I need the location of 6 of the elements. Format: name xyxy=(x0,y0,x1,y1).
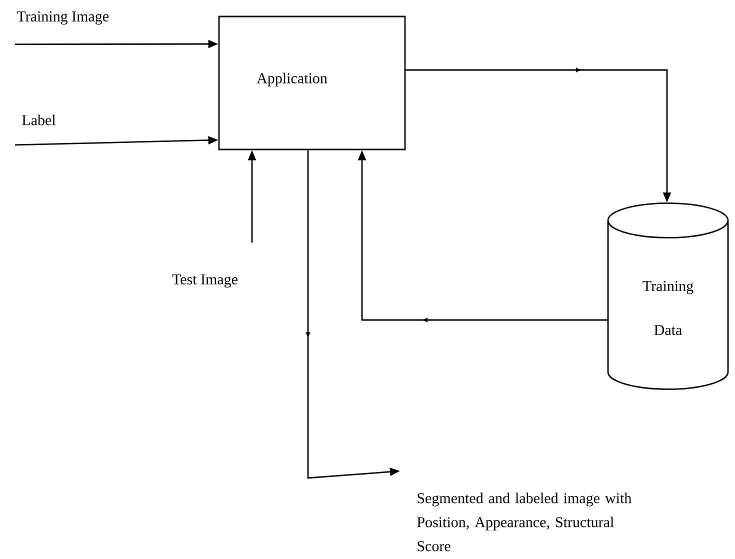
input-label: Training Image xyxy=(16,11,109,25)
process-box: Application xyxy=(218,16,406,150)
input-label: Test Image xyxy=(172,274,238,288)
output-label: Segmented and labeled image with Position, Appearance, Structural Score xyxy=(417,492,632,552)
input-label: Label xyxy=(22,114,56,126)
database-cylinder: Training Data xyxy=(607,202,729,390)
